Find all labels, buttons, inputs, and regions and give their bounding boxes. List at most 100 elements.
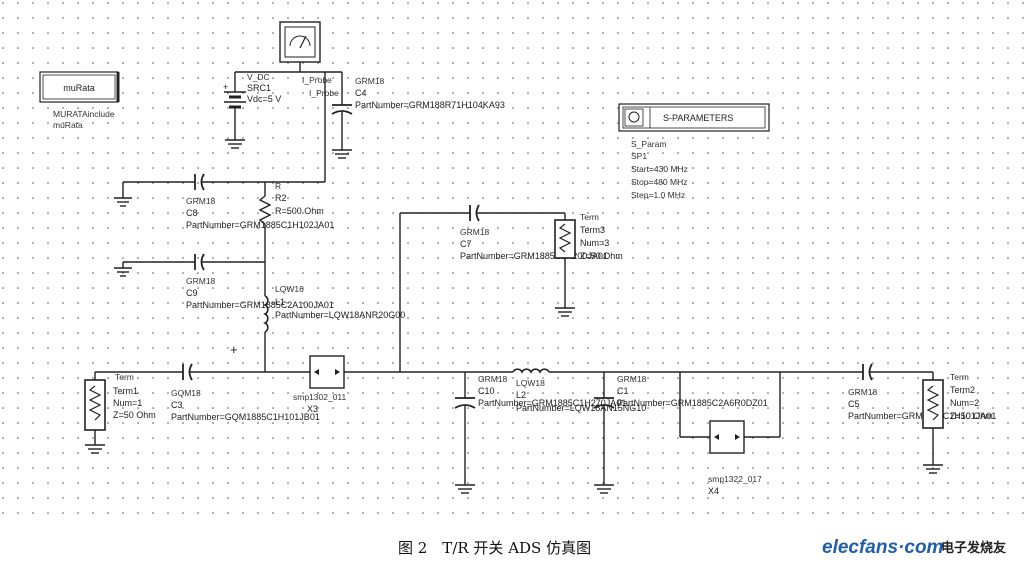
capacitor-c4[interactable]: GRM18 C4 PartNumber=GRM188R71H104KA93 xyxy=(325,71,505,150)
sparam-line-5: Step=1.0 MHz xyxy=(631,190,685,200)
sparam-line-4: Stop=480 MHz xyxy=(631,177,687,187)
term2-line-3: Num=2 xyxy=(950,398,979,408)
c10-line-2: C10 xyxy=(478,386,495,396)
c1-line-1: GRM18 xyxy=(617,374,647,384)
term3-line-3: Num=3 xyxy=(580,238,609,248)
term1-line-4: Z=50 Ohm xyxy=(113,410,156,420)
murata-include-line-2: muRata xyxy=(53,120,83,130)
ground-c10 xyxy=(455,484,475,494)
plus-sign: + xyxy=(223,82,228,92)
watermark-logo: elecfans·com 电子发烧友 xyxy=(822,537,1006,558)
l2-line-1: LQW18 xyxy=(516,378,545,388)
murata-include-line-1: MURATAinclude xyxy=(53,109,115,119)
capacitor-c1[interactable]: GRM18 C1 PartNumber=GRM1885C2A6R0DZ01 xyxy=(593,372,768,485)
watermark-cn: 电子发烧友 xyxy=(941,540,1006,556)
sparam-title: S-PARAMETERS xyxy=(663,113,733,123)
ground-term1 xyxy=(85,444,105,454)
c5-line-3: PartNumber=GRM1885C1H101JA01 xyxy=(848,411,996,421)
c3-line-1: GQM18 xyxy=(171,388,201,398)
c10-line-1: GRM18 xyxy=(478,374,508,384)
switch-smp1322-017[interactable]: smp1322_017 X4 xyxy=(708,420,762,496)
l2-line-3: PartNumber=LQW18AN15NG10 xyxy=(516,403,646,413)
c5-line-2: C5 xyxy=(848,399,860,409)
inductor-lqw16[interactable]: LQW16 L1 PartNumber=LQW18ANR20G00 xyxy=(263,262,405,372)
term2-line-4: Z=50 Ohm xyxy=(950,411,993,421)
capacitor-c3[interactable]: GQM18 C3 PartNumber=GQM1885C1H101JB01 xyxy=(171,363,320,422)
c4-line-2: C4 xyxy=(355,88,367,98)
c1-line-2: C1 xyxy=(617,386,629,396)
plus-marker: + xyxy=(230,342,238,357)
l2-line-2: L2 xyxy=(516,390,526,400)
src-line-3: Vdc=5 V xyxy=(247,94,281,104)
switch2-line-1: smp1322_017 xyxy=(708,474,762,484)
capacitor-c10[interactable]: GRM18 C10 PartNumber=GRM1885C1H270JA01 xyxy=(454,372,626,485)
c5-line-1: GRM18 xyxy=(848,387,878,397)
ground-c4 xyxy=(332,149,352,159)
c3-line-3: PartNumber=GQM1885C1H101JB01 xyxy=(171,412,320,422)
c3-line-2: C3 xyxy=(171,400,183,410)
capacitor-c5[interactable]: GRM18 C5 PartNumber=GRM1885C1H101JA01 xyxy=(848,363,996,421)
term3-line-1: Term xyxy=(580,212,599,222)
c8-line-3: PartNumber=GRM1885C1H102JA01 xyxy=(186,220,334,230)
dc-source-src1[interactable]: + V_DC SRC1 Vdc=5 V xyxy=(223,71,325,140)
caption-area xyxy=(0,523,1031,564)
c9-line-2: C9 xyxy=(186,288,198,298)
probe-line-2: I_Probe xyxy=(309,88,339,98)
ground-src xyxy=(225,139,245,149)
inductor-l2[interactable]: LQW18 L2 PartNumber=LQW18AN15NG10 xyxy=(512,368,680,413)
ground-term3 xyxy=(555,307,575,317)
r2-line-2: R2 xyxy=(275,193,287,203)
c8-line-1: GRM18 xyxy=(186,196,216,206)
sparam-line-3: Start=430 MHz xyxy=(631,164,688,174)
term1-line-3: Num=1 xyxy=(113,398,142,408)
term1-line-1: Term xyxy=(115,372,134,382)
s-parameters-controller[interactable]: S-PARAMETERS S_Param SP1 Start=430 MHz S… xyxy=(618,103,770,200)
src-line-2: SRC1 xyxy=(247,83,271,93)
c4-line-1: GRM18 xyxy=(355,76,385,86)
c10-line-3: PartNumber=GRM1885C1H270JA01 xyxy=(478,398,626,408)
l-lqw16-line-1: LQW16 xyxy=(275,284,304,294)
ground-c1 xyxy=(594,484,614,494)
watermark-brand: elecfans·com xyxy=(822,537,944,558)
switch1-line-2: X3 xyxy=(307,404,318,414)
ground-c9 xyxy=(114,262,132,277)
term3-line-4: Z=50 Ohm xyxy=(580,251,623,261)
current-probe[interactable]: I_Probe I_Probe xyxy=(279,21,339,98)
switch2-line-2: X4 xyxy=(708,486,719,496)
term3-line-2: Term3 xyxy=(580,225,605,235)
capacitor-c9[interactable]: GRM18 C9 PartNumber=GRM1885C2A100JA01 xyxy=(123,253,334,310)
murata-include-component[interactable]: muRata MURATAinclude muRata xyxy=(39,71,120,130)
capacitor-c8[interactable]: GRM18 C8 PartNumber=GRM1885C1H102JA01 xyxy=(123,173,334,230)
switch-smp1302-011[interactable]: smp1302_011 X3 xyxy=(293,355,400,414)
sparam-line-1: S_Param xyxy=(631,139,666,149)
src-line-1: V_DC xyxy=(247,72,270,82)
c7-line-1: GRM18 xyxy=(460,227,490,237)
r2-line-3: R=500 Ohm xyxy=(275,206,324,216)
c7-line-2: C7 xyxy=(460,239,472,249)
c9-line-3: PartNumber=GRM1885C2A100JA01 xyxy=(186,300,334,310)
r2-line-1: R xyxy=(275,181,281,191)
c4-line-3: PartNumber=GRM188R71H104KA93 xyxy=(355,100,505,110)
resistor-r2[interactable]: R R2 R=500 Ohm xyxy=(258,181,324,262)
term1-line-2: Term1 xyxy=(113,386,138,396)
term3-port[interactable]: Term Term3 Num=3 Z=50 Ohm xyxy=(554,212,623,308)
c7-line-3: PartNumber=GRM1885C2A200JA01 xyxy=(460,251,608,261)
term2-line-2: Term2 xyxy=(950,385,975,395)
c8-line-2: C8 xyxy=(186,208,198,218)
term1-port[interactable]: Term Term1 Num=1 Z=50 Ohm xyxy=(84,372,156,445)
ground-c8 xyxy=(114,182,132,207)
murata-box-label: muRata xyxy=(63,83,95,93)
probe-line-1: I_Probe xyxy=(302,75,332,85)
switch1-line-1: smp1302_011 xyxy=(293,392,347,402)
l-lqw16-line-3: PartNumber=LQW18ANR20G00 xyxy=(275,310,405,320)
term2-line-1: Term xyxy=(950,372,969,382)
ground-term2 xyxy=(923,464,943,474)
term2-port[interactable]: Term Term2 Num=2 Z=50 Ohm xyxy=(922,372,993,465)
c1-line-3: PartNumber=GRM1885C2A6R0DZ01 xyxy=(617,398,768,408)
figure-caption: 图 2 T/R 开关 ADS 仿真图 xyxy=(398,539,591,557)
capacitor-c7[interactable]: GRM18 C7 PartNumber=GRM1885C2A200JA01 xyxy=(460,204,608,261)
sparam-line-2: SP1 xyxy=(631,151,647,161)
l-lqw16-line-2: L1 xyxy=(275,297,285,307)
c9-line-1: GRM18 xyxy=(186,276,216,286)
